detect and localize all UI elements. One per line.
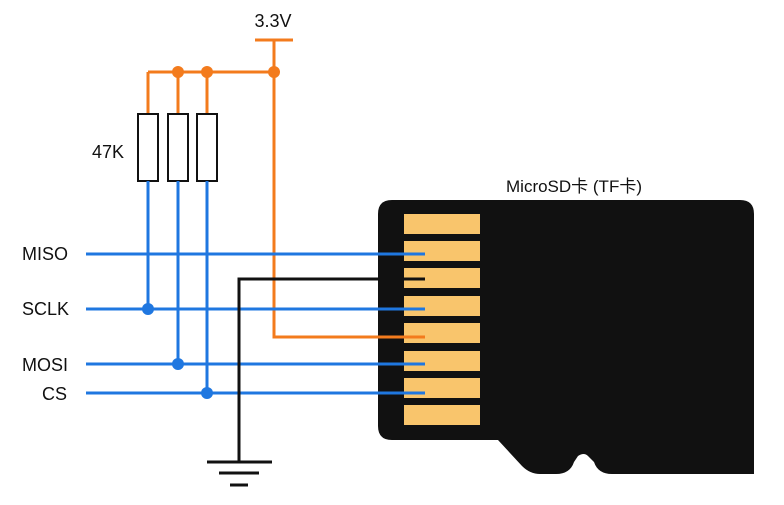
card-pin-4 bbox=[404, 296, 480, 316]
signal-wires bbox=[86, 181, 425, 395]
signal-junctions bbox=[142, 303, 213, 399]
resistor-value-label: 47K bbox=[92, 142, 124, 162]
junction-dot bbox=[172, 358, 184, 370]
card-pin-2 bbox=[404, 241, 480, 261]
resistor-1 bbox=[137, 113, 159, 182]
junction-dot bbox=[268, 66, 280, 78]
signal-label-cs: CS bbox=[42, 384, 67, 404]
supply-label: 3.3V bbox=[254, 11, 291, 31]
ground-wires bbox=[237, 277, 425, 462]
junction-dot bbox=[201, 66, 213, 78]
pullup-resistors bbox=[137, 113, 218, 182]
card-pin-6 bbox=[404, 351, 480, 371]
card-title: MicroSD卡 (TF卡) bbox=[506, 177, 642, 196]
vss-to-ground bbox=[237, 277, 425, 462]
resistor-2 bbox=[167, 113, 189, 182]
resistor-3 bbox=[196, 113, 218, 182]
junction-dot bbox=[201, 387, 213, 399]
card-pin-8 bbox=[404, 405, 480, 425]
junction-dot bbox=[172, 66, 184, 78]
card-pin-5 bbox=[404, 323, 480, 343]
junction-dot bbox=[142, 303, 154, 315]
power-junctions bbox=[172, 66, 280, 78]
ground-symbol-icon bbox=[207, 460, 272, 487]
card-pin-1 bbox=[404, 214, 480, 234]
signal-label-miso: MISO bbox=[22, 244, 68, 264]
signal-label-sclk: SCLK bbox=[22, 299, 69, 319]
vdd-to-card bbox=[272, 72, 425, 339]
signal-label-mosi: MOSI bbox=[22, 355, 68, 375]
card-pin-3 bbox=[404, 268, 480, 288]
card-pin-7 bbox=[404, 378, 480, 398]
